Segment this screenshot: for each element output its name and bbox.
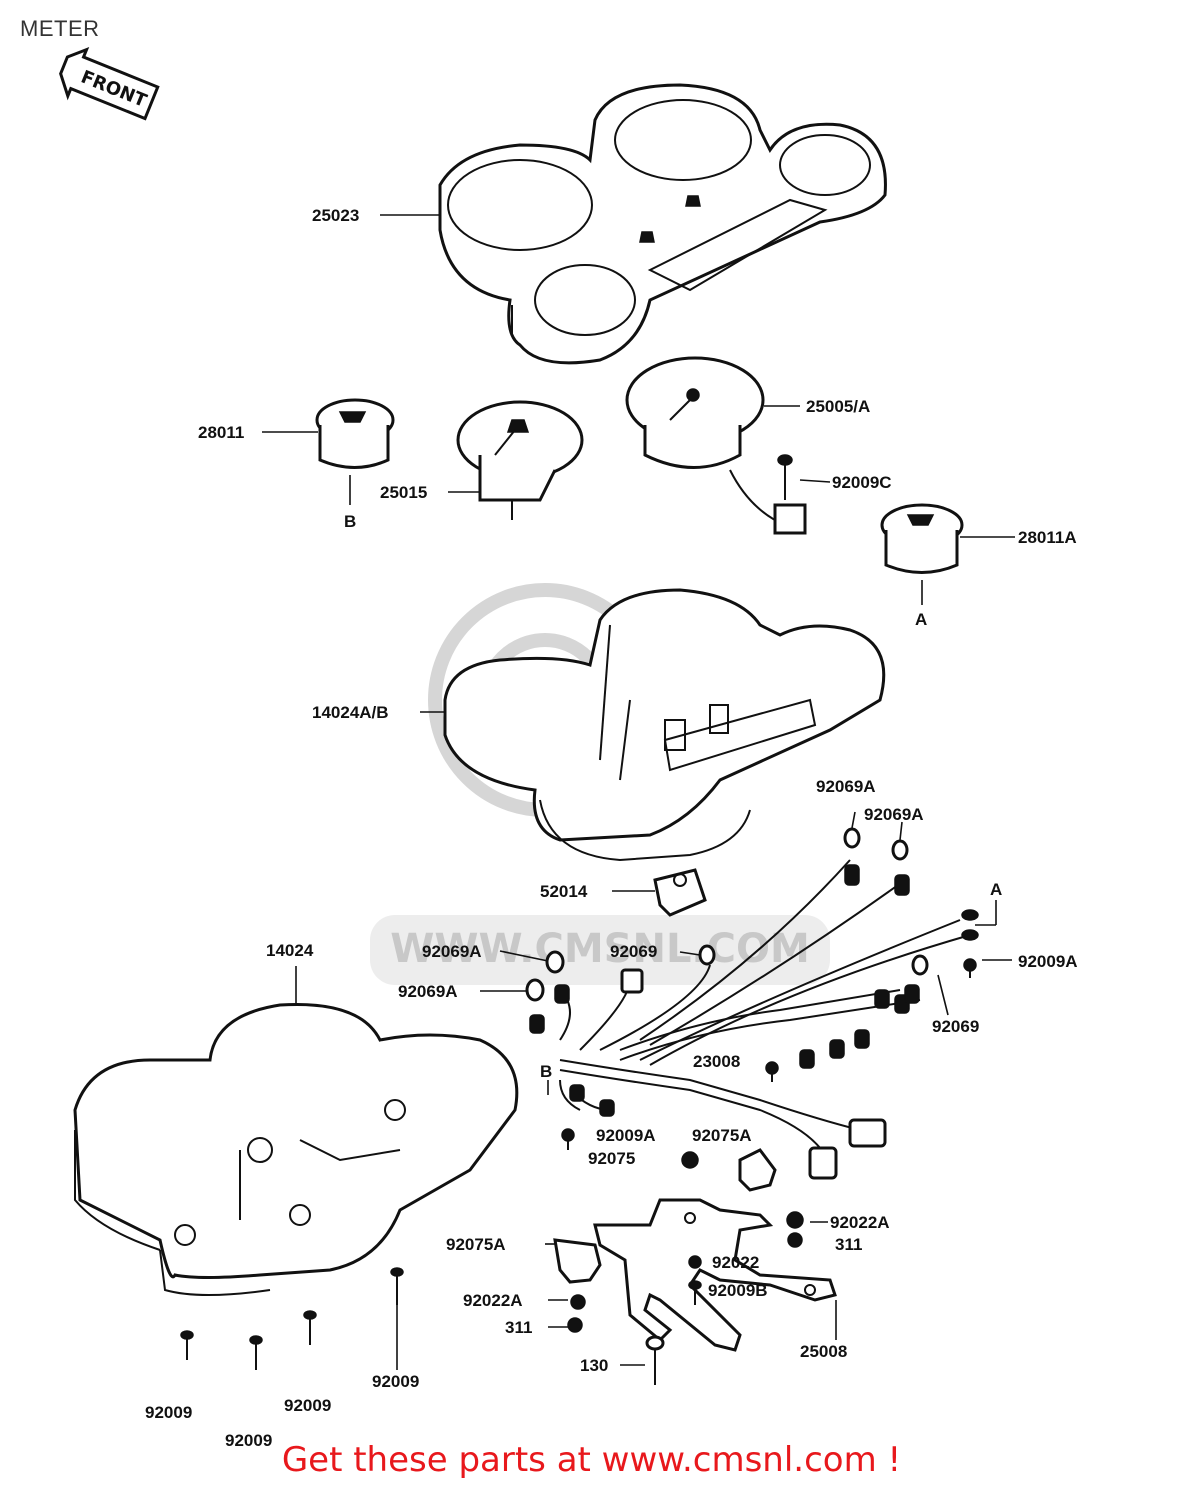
callout-harness-b: B (540, 1062, 552, 1081)
callout-52014: 52014 (540, 882, 588, 901)
callout-28011a: 28011A (1018, 528, 1077, 547)
callout-28011a-connector: A (915, 610, 927, 629)
callout-92069a-3: 92069A (422, 942, 482, 961)
callout-311-1: 311 (835, 1235, 862, 1254)
meter-cover-25023[interactable] (438, 83, 887, 365)
callout-92009-4: 92009 (372, 1372, 419, 1391)
callout-23008: 23008 (693, 1052, 740, 1071)
callout-311-2: 311 (505, 1318, 532, 1337)
callout-28011: 28011 (198, 423, 244, 442)
gauge-25015[interactable] (456, 400, 584, 520)
part-52014[interactable] (653, 868, 707, 917)
meter-case-14024ab[interactable] (443, 588, 886, 862)
callout-92009c: 92009C (832, 473, 892, 492)
callout-92069a-2: 92069A (864, 805, 924, 824)
callout-14024: 14024 (266, 941, 314, 960)
callout-25005: 25005/A (806, 397, 870, 416)
callout-28011-connector: B (344, 512, 356, 531)
speedometer-25005[interactable] (625, 356, 807, 535)
callout-25008: 25008 (800, 1342, 847, 1361)
screws-92009[interactable] (180, 1267, 404, 1370)
screw-92009c[interactable] (777, 454, 793, 500)
callout-25023: 25023 (312, 206, 359, 225)
page-title: METER (20, 16, 100, 41)
callout-labels: 25023 28011 B 25015 25005/A 92009C 28011… (145, 206, 1078, 1450)
callout-92069a-1: 92069A (816, 777, 876, 796)
callout-92009b: 92009B (708, 1281, 768, 1300)
lamp-socket-28011a[interactable] (880, 503, 964, 605)
callout-92009a-2: 92009A (596, 1126, 656, 1145)
callout-92009-3: 92009 (284, 1396, 331, 1415)
lamp-socket-28011[interactable] (315, 398, 395, 505)
callout-harness-a: A (990, 880, 1002, 899)
meter-case-14024[interactable] (73, 1002, 519, 1296)
callout-92009a-1: 92009A (1018, 952, 1078, 971)
callout-92075a-2: 92075A (446, 1235, 506, 1254)
callout-14024ab: 14024A/B (312, 703, 389, 722)
callout-92075: 92075 (588, 1149, 635, 1168)
callout-92069-2: 92069 (932, 1017, 979, 1036)
callout-130: 130 (580, 1356, 608, 1375)
callout-92069a-4: 92069A (398, 982, 458, 1001)
callout-92069-1: 92069 (610, 942, 657, 961)
callout-92022a-2: 92022A (463, 1291, 523, 1310)
callout-92075a-1: 92075A (692, 1126, 752, 1145)
callout-92022a-1: 92022A (830, 1213, 890, 1232)
callout-92009-1: 92009 (145, 1403, 192, 1422)
bracket-25008[interactable] (593, 1198, 837, 1352)
footer-link[interactable]: Get these parts at www.cmsnl.com ! (281, 1440, 902, 1480)
callout-92009-2: 92009 (225, 1431, 272, 1450)
wiring-harness-23008[interactable] (525, 827, 979, 1180)
watermark-text: WWW.CMSNL.COM (390, 926, 810, 972)
front-arrow: FRONT (59, 46, 160, 121)
callout-25015: 25015 (380, 483, 427, 502)
small-hardware (553, 958, 977, 1385)
leader-lines (262, 214, 1015, 1370)
callout-92022: 92022 (712, 1253, 759, 1272)
